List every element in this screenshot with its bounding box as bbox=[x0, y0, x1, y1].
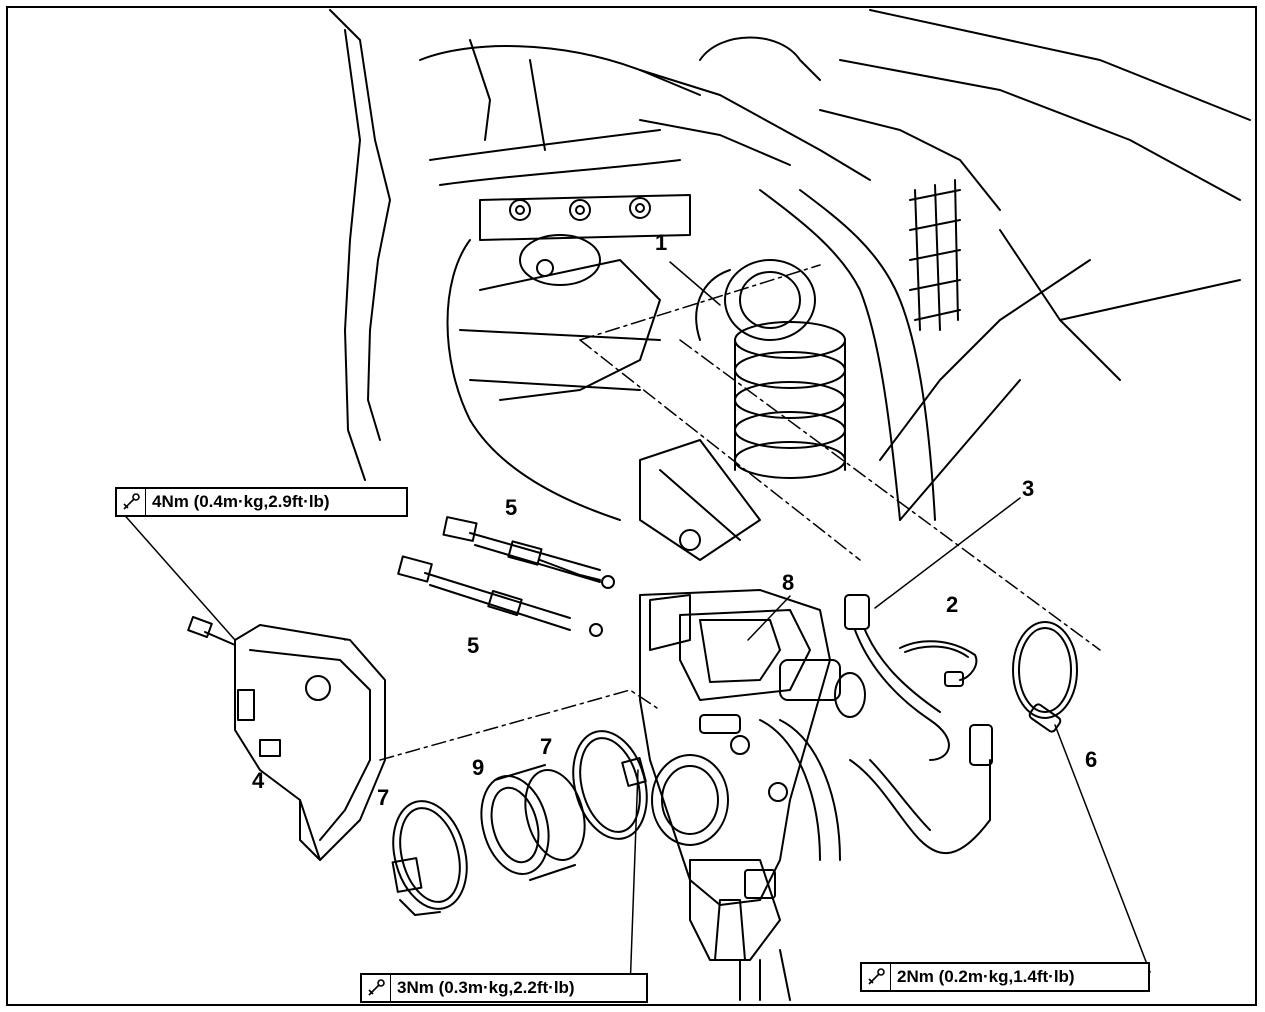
callout-4: 4 bbox=[252, 768, 265, 793]
carburetor-cover bbox=[187, 616, 386, 861]
sensor-lead bbox=[844, 594, 950, 761]
torque-wrench-icon bbox=[862, 964, 891, 990]
intake-joint bbox=[480, 764, 586, 881]
callout-9: 9 bbox=[472, 755, 485, 780]
torque-spec-joint-clamp: 3Nm (0.3m·kg,2.2ft·lb) bbox=[360, 973, 648, 1003]
callout-5-lower: 5 bbox=[467, 633, 480, 658]
torque-wrench-icon bbox=[117, 489, 146, 515]
torque-spec-text: 3Nm (0.3m·kg,2.2ft·lb) bbox=[397, 978, 575, 997]
throttle-cables bbox=[397, 516, 615, 637]
hose-clamp bbox=[899, 640, 978, 687]
callout-7-left: 7 bbox=[377, 785, 390, 810]
callout-1: 1 bbox=[655, 230, 668, 255]
band-clamp bbox=[1012, 621, 1078, 733]
torque-spec-cover-bolt: 4Nm (0.4m·kg,2.9ft·lb) bbox=[115, 487, 408, 517]
engine-frame-drawing bbox=[329, 9, 1251, 561]
callout-3: 3 bbox=[1022, 476, 1035, 501]
clamp-right bbox=[572, 730, 648, 840]
assembly-lines bbox=[379, 264, 1101, 761]
torque-spec-text: 2Nm (0.2m·kg,1.4ft·lb) bbox=[897, 967, 1075, 986]
callout-5-upper: 5 bbox=[505, 495, 518, 520]
leader-lines bbox=[119, 261, 1151, 991]
torque-spec-text: 4Nm (0.4m·kg,2.9ft·lb) bbox=[152, 492, 330, 511]
callout-6: 6 bbox=[1085, 747, 1098, 772]
diagram-frame bbox=[6, 6, 1257, 1006]
callout-8: 8 bbox=[782, 570, 795, 595]
callout-7-right: 7 bbox=[540, 734, 553, 759]
torque-spec-airbox-clamp: 2Nm (0.2m·kg,1.4ft·lb) bbox=[860, 962, 1150, 992]
callout-2: 2 bbox=[946, 592, 959, 617]
shock-spring bbox=[734, 321, 846, 479]
clamp-left bbox=[391, 800, 468, 916]
carburetor-body bbox=[639, 589, 993, 1001]
torque-wrench-icon bbox=[362, 975, 391, 1001]
